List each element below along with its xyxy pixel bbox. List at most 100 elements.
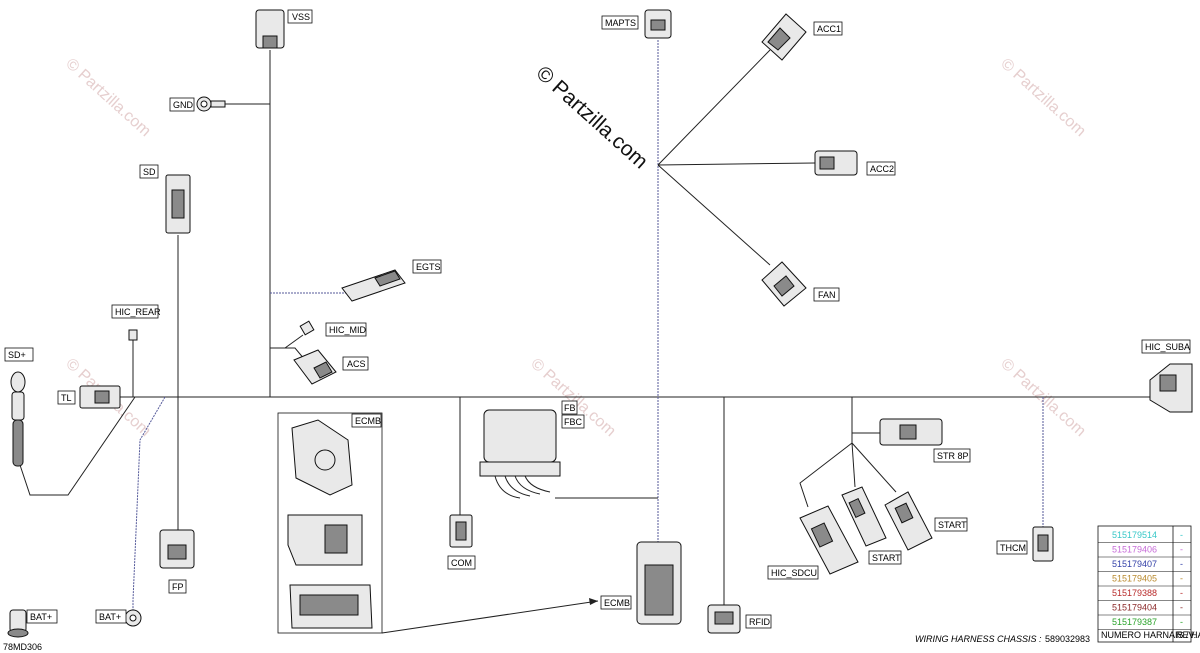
connector-thcm[interactable]: THCM — [996, 526, 1054, 562]
connector-latch — [714, 611, 734, 625]
label-tl: TL — [61, 393, 72, 403]
ecm-connector-angled — [291, 419, 353, 496]
connector-latch — [810, 522, 834, 548]
table-row-part-number: 515179407 — [1112, 559, 1157, 569]
connector-latch — [819, 156, 835, 170]
connector-ecmb[interactable]: ECMB — [600, 541, 682, 625]
connector-hic-suba[interactable]: HIC_SUBA — [1141, 339, 1193, 413]
label-fp: FP — [172, 582, 184, 592]
harness-wires — [19, 40, 1150, 634]
hic-mid-wire — [284, 334, 304, 349]
connector-bat-plus-lug[interactable]: BAT+ — [7, 609, 58, 638]
table-footer-rev: REV. — [1176, 630, 1196, 640]
label-fb: FB — [564, 403, 576, 413]
connector-latch — [1037, 534, 1049, 552]
label-box — [600, 595, 632, 610]
label-box — [813, 287, 840, 302]
connector-latch — [374, 270, 401, 287]
connector-tl[interactable]: TL — [57, 385, 121, 409]
connector-acc1[interactable]: ACC1 — [761, 13, 843, 61]
connector-fan[interactable]: FAN — [761, 261, 840, 307]
connector-acc2[interactable]: ACC2 — [814, 150, 896, 176]
label-bat-plus: BAT+ — [30, 612, 52, 622]
connector-start-1[interactable]: START — [884, 491, 968, 551]
connector-rfid[interactable]: RFID — [707, 604, 772, 634]
table-row-rev: - — [1180, 574, 1183, 584]
connector-pins — [644, 564, 674, 616]
sdcu-wire — [799, 442, 853, 508]
ring-terminal-icon — [10, 371, 26, 393]
label-box — [561, 414, 585, 429]
label-box — [866, 161, 896, 176]
table-row-part-number: 515179388 — [1112, 588, 1157, 598]
label-box — [169, 97, 195, 112]
label-box — [813, 21, 843, 36]
connector-detail — [324, 524, 348, 554]
connector-sd-plus[interactable]: SD+ — [4, 347, 34, 467]
connector-bat-plus-ring[interactable]: BAT+ — [95, 609, 142, 627]
label-box — [342, 356, 369, 371]
connector-hic-sdcu[interactable]: HIC_SDCU — [767, 505, 859, 580]
table-footer-harness-number: NUMERO HARNAIS / HARNESS NUMBER — [1101, 630, 1200, 640]
label-box — [561, 400, 578, 415]
terminal-sleeve — [12, 419, 24, 467]
fan-wire — [657, 164, 771, 266]
label-vss: VSS — [292, 12, 310, 22]
table-row-rev: - — [1180, 617, 1183, 627]
label-box — [351, 413, 382, 428]
label-rfid: RFID — [749, 617, 770, 627]
table-row-rev: - — [1180, 530, 1183, 540]
ecmb-detail-box: ECMB — [277, 412, 383, 634]
connector-egts[interactable]: EGTS — [341, 259, 442, 302]
table-row-part-number: 515179387 — [1112, 617, 1157, 627]
acc2-wire — [657, 162, 816, 166]
terminal-boot — [11, 391, 25, 421]
table-row-rev: - — [1180, 545, 1183, 555]
connector-start-2[interactable]: START — [841, 486, 902, 565]
fuse-box-wires — [494, 475, 551, 499]
connector-acs[interactable]: ACS — [293, 349, 369, 385]
label-box — [996, 540, 1028, 555]
label-egts: EGTS — [416, 262, 441, 272]
label-hic-suba: HIC_SUBA — [1145, 342, 1190, 352]
connector-latch — [455, 521, 467, 541]
start-wire — [851, 442, 897, 493]
connector-body — [841, 486, 887, 547]
connector-latch — [262, 35, 278, 49]
label-box — [168, 579, 187, 594]
label-box — [95, 609, 127, 624]
sd-plus-wire — [19, 396, 136, 496]
connector-mapts[interactable]: MAPTS — [601, 9, 672, 39]
label-box — [412, 259, 442, 274]
label-gnd: GND — [173, 100, 194, 110]
caption-label: WIRING HARNESS CHASSIS : — [915, 634, 1042, 644]
connector-latch — [1159, 374, 1177, 392]
connector-gnd[interactable]: GND — [169, 96, 226, 112]
connector-body — [884, 491, 933, 551]
label-fbc: FBC — [564, 417, 583, 427]
fuse-box-base — [479, 461, 561, 477]
table-row-rev: - — [1180, 559, 1183, 569]
label-ecmb: ECMB — [604, 598, 630, 608]
label-hic-rear: HIC_REAR — [115, 307, 161, 317]
label-box — [111, 304, 159, 319]
connector-latch — [899, 424, 917, 440]
connector-hic-mid[interactable]: HIC_MID — [299, 320, 367, 337]
connector-fp[interactable]: FP — [159, 529, 195, 594]
connector-latch — [848, 497, 866, 519]
table-row-rev: - — [1180, 588, 1183, 598]
connector-sd[interactable]: SD — [139, 164, 191, 234]
table-row-rev: - — [1180, 603, 1183, 613]
connector-str-8p[interactable]: STR 8P — [879, 418, 971, 463]
connector-latch — [313, 361, 333, 379]
label-box — [767, 565, 819, 580]
connector-fb-fbc[interactable]: FB FBC — [479, 400, 585, 499]
caption-number: 589032983 — [1045, 634, 1090, 644]
connector-latch — [767, 27, 791, 51]
label-box — [139, 164, 159, 179]
label-box — [325, 322, 367, 337]
connector-com[interactable]: COM — [447, 514, 476, 570]
connector-hic-rear[interactable]: HIC_REAR — [111, 304, 161, 341]
connector-vss[interactable]: VSS — [255, 9, 313, 49]
